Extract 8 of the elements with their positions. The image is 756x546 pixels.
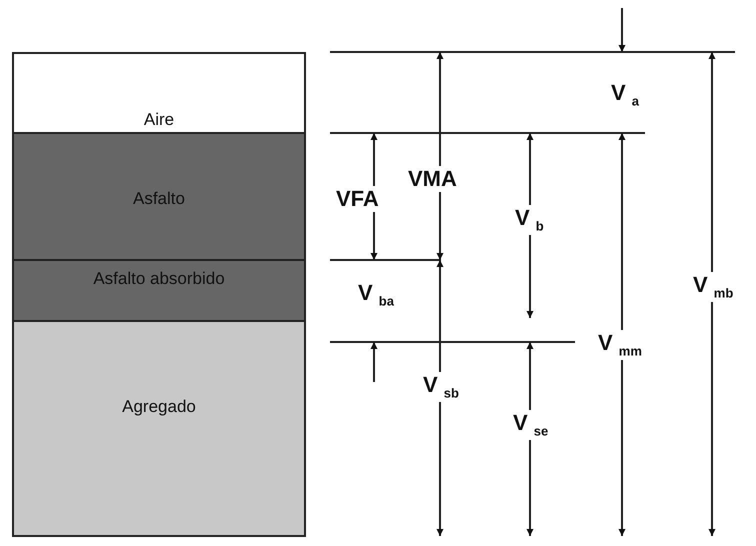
- layer-label: Asfalto absorbido: [93, 269, 225, 289]
- layer-label: Asfalto: [133, 189, 185, 209]
- layer-block: [12, 52, 306, 134]
- layer-block: [12, 320, 306, 537]
- layer-label: Agregado: [122, 397, 196, 417]
- layer-block: [12, 132, 306, 261]
- layer-label: Aire: [144, 110, 174, 130]
- layer-block: [12, 259, 306, 322]
